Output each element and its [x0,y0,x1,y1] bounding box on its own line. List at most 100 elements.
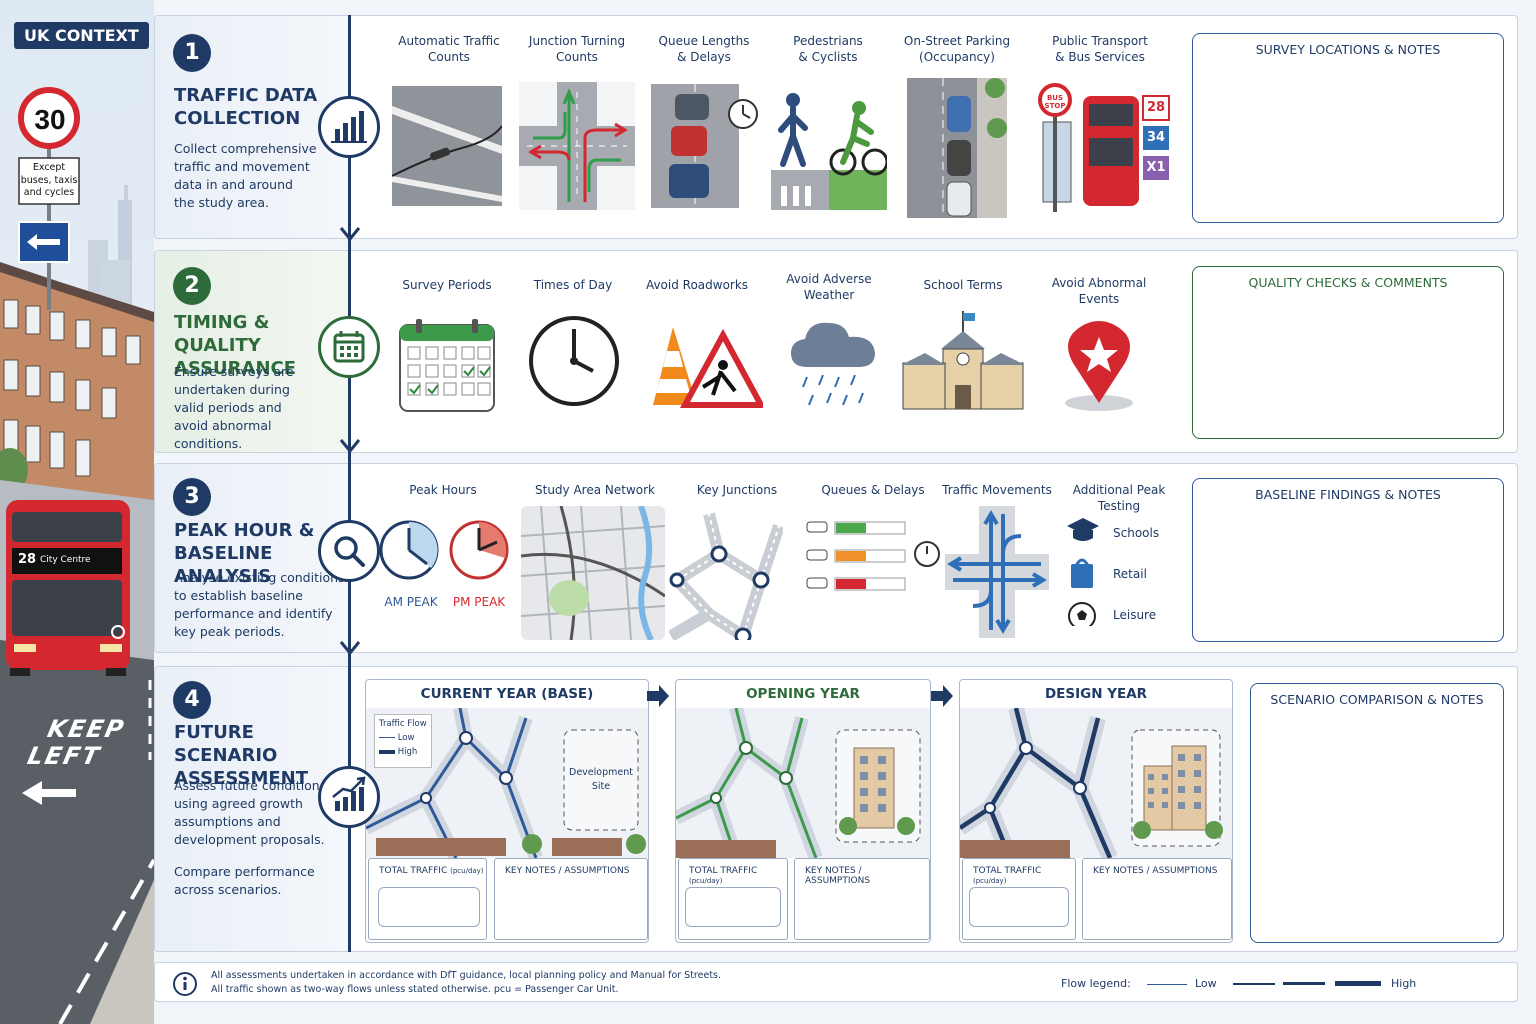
item-label: & Delays [677,50,731,64]
item-label: Study Area Network [535,483,655,497]
traffic-movements-icon [945,506,1049,638]
baseline-notes-box[interactable]: BASELINE FINDINGS & NOTES [1192,478,1504,642]
legend-high: High [1391,977,1417,990]
flow-legend-box: Traffic Flow Low High [374,714,432,768]
item-label: Key Junctions [696,483,778,497]
arrow-down-icon [339,227,361,242]
panel-title: ASSESSMENT [174,768,309,789]
calendar-small-icon [333,331,365,363]
item-label: Junction Turning [528,34,626,48]
panel-title: COLLECTION [174,108,301,129]
key-notes-box[interactable]: KEY NOTES / ASSUMPTIONS [494,858,648,940]
am-peak-label: AM PEAK [384,595,438,609]
notes-title: QUALITY CHECKS & COMMENTS [1248,275,1448,290]
total-traffic-box: TOTAL TRAFFIC (pcu/day) [962,858,1076,940]
flow-legend-label: Flow legend: [1061,977,1131,990]
survey-notes-box[interactable]: SURVEY LOCATIONS & NOTES [1192,33,1504,223]
step-number: 3 [173,478,211,516]
step-number: 2 [173,267,211,305]
bus-stop-icon [1038,83,1170,212]
key-notes-box[interactable]: KEY NOTES / ASSUMPTIONS [794,858,930,940]
notes-title: BASELINE FINDINGS & NOTES [1255,487,1441,502]
panel-desc-line: Collect comprehensive [174,141,317,156]
total-traffic-input[interactable] [969,887,1069,927]
item-label: Additional Peak Testing [1072,483,1166,513]
scenario-title: CURRENT YEAR (BASE) [420,686,594,702]
item-label: Avoid Abnormal [1051,276,1147,290]
item-label: Public Transport [1052,34,1148,48]
panel-desc-line: Ensure surveys are [174,364,294,379]
extra-label: Leisure [1113,608,1157,622]
scenario-notes-box[interactable]: SCENARIO COMPARISON & NOTES [1250,683,1504,943]
panel-desc-line: conditions. [174,436,243,451]
item-label: Weather [803,288,855,302]
panel-title: PEAK HOUR & [174,520,315,541]
roadworks-icon [653,327,763,408]
item-label: Automatic Traffic [398,34,500,48]
pedestrian-cyclist-icon [771,93,887,210]
panel-desc-line: to establish baseline [174,588,303,603]
panel-desc-line: Compare performance [174,864,315,879]
legend-line-high [1335,981,1381,986]
item-label: Counts [428,50,470,64]
scenario-title: DESIGN YEAR [1044,686,1148,702]
item-label: Avoid Adverse [786,272,872,286]
item-label: & Bus Services [1055,50,1145,64]
total-traffic-box: TOTAL TRAFFIC (pcu/day) [368,858,487,940]
arrow-right-icon [931,685,953,707]
bus-route-number: 28 [18,552,37,567]
panel-desc-line: key peak periods. [174,624,285,639]
sign-plate-line: and cycles [23,187,75,198]
bus-stop-text: BUS [1046,94,1064,102]
street-illustration [0,0,154,1024]
legend-low: Low [1195,977,1217,990]
queue-length-icon [651,84,758,208]
panel-desc-line: avoid abnormal [174,418,272,433]
extra-label: Schools [1113,526,1160,540]
scenario-title: OPENING YEAR [746,686,860,702]
context-label: UK CONTEXT [14,22,149,49]
arrow-left-icon [27,234,60,250]
step-icon-circle [318,766,380,828]
item-label: Times of Day [533,278,613,292]
legend-high: High [397,747,418,757]
panel-title: BASELINE ANALYSIS [174,543,273,587]
item-label: Pedestrians [793,34,863,48]
arrow-down-icon [339,641,361,656]
speed-limit-value: 30 [34,104,66,135]
key-notes-label: KEY NOTES / ASSUMPTIONS [505,866,630,876]
step-icon-circle [318,316,380,378]
notes-title: SURVEY LOCATIONS & NOTES [1255,42,1441,57]
calendar-icon [399,319,495,412]
route-badge: X1 [1146,160,1166,175]
road-arrow-icon [22,781,76,805]
item-label: & Cyclists [798,50,858,64]
panel-traffic-data-collection: 1 TRAFFIC DATA COLLECTION Collect compre… [154,15,1518,239]
road-marking-left: LEFT [25,742,104,770]
item-label: Queues & Delays [821,483,925,497]
quality-notes-box[interactable]: QUALITY CHECKS & COMMENTS [1192,266,1504,439]
total-traffic-label: TOTAL TRAFFIC [379,866,448,876]
item-label: (Occupancy) [919,50,995,64]
panel-title: TIMING & QUALITY [174,312,270,356]
panel-desc-line: using agreed growth [174,796,303,811]
step-number: 4 [173,681,211,719]
total-traffic-input[interactable] [378,887,480,927]
item-label: Counts [556,50,598,64]
pcu-unit: (pcu/day) [689,877,723,885]
location-pin-icon [1065,321,1133,411]
pcu-unit: (pcu/day) [450,867,484,875]
arrow-down-icon [339,439,361,454]
total-traffic-input[interactable] [685,887,781,927]
scenario-card-current: CURRENT YEAR (BASE) Traffic Flow Low Hig… [365,679,649,943]
footer-bar: All assessments undertaken in accordance… [154,962,1518,1002]
panel-desc-line: the study area. [174,195,269,210]
speed-limit-sign [18,87,80,149]
legend-line-mid [1283,982,1325,985]
pm-peak-label: PM PEAK [452,595,506,609]
automatic-counter-icon [392,86,502,206]
road-marking-keep: KEEP [45,715,128,743]
key-junctions-icon [669,512,783,640]
notes-title: SCENARIO COMPARISON & NOTES [1270,692,1484,707]
key-notes-box[interactable]: KEY NOTES / ASSUMPTIONS [1082,858,1232,940]
